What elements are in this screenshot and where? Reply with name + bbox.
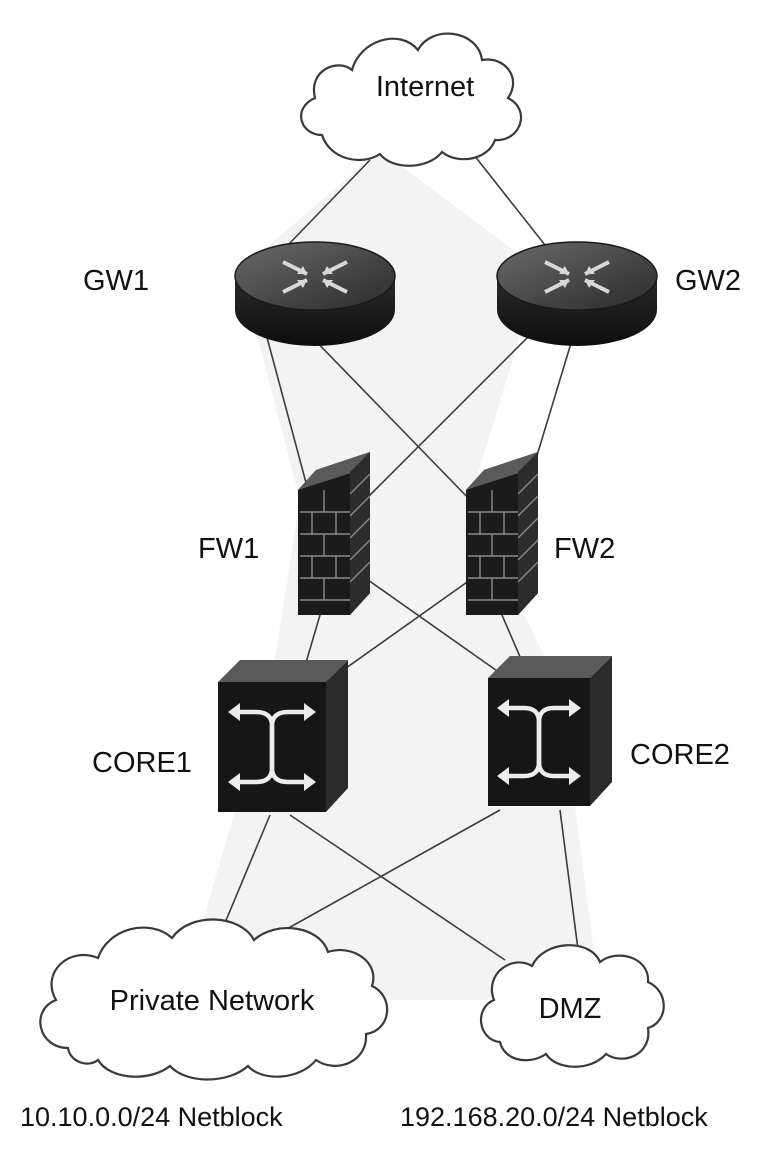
dmz-label: DMZ: [539, 993, 602, 1025]
internet-node: Internet: [300, 32, 523, 167]
cloud-icon: [479, 944, 665, 1068]
link-gw2-fw1: [359, 329, 536, 506]
gw1-node: GW1: [83, 241, 396, 346]
gw2-node: GW2: [496, 241, 741, 346]
link-fw2-core1: [324, 579, 471, 684]
internet-label: Internet: [376, 71, 474, 103]
core2-node: CORE2: [488, 656, 730, 806]
dmz-netblock-label: 192.168.20.0/24 Netblock: [400, 1102, 708, 1132]
links: [221, 149, 581, 966]
link-core1-private: [221, 814, 271, 931]
cloud-icon: [39, 918, 389, 1081]
private-network-node: Private Network: [39, 918, 389, 1081]
link-core1-dmz: [289, 814, 506, 961]
link-gw1-fw1: [264, 329, 313, 506]
cloud-icon: [300, 32, 523, 167]
link-core2-dmz: [559, 809, 581, 966]
link-internet-gw1: [287, 159, 371, 246]
link-internet-gw2: [469, 149, 546, 246]
dmz-node: DMZ: [479, 944, 665, 1068]
fw2-node: FW2: [466, 452, 615, 615]
core1-node: CORE1: [92, 660, 348, 812]
switch-icon: [218, 660, 348, 812]
gw1-label: GW1: [83, 265, 149, 297]
core2-label: CORE2: [630, 739, 730, 771]
firewall-icon: [298, 452, 371, 615]
private-network-label: Private Network: [110, 985, 315, 1017]
link-core2-private: [284, 809, 501, 931]
core1-label: CORE1: [92, 747, 192, 779]
firewall-icon: [466, 452, 539, 615]
link-gw1-fw2: [304, 329, 476, 506]
router-icon: [234, 241, 396, 346]
fw1-node: FW1: [198, 452, 371, 615]
gw2-label: GW2: [675, 265, 741, 297]
fw1-label: FW1: [198, 533, 259, 565]
private-netblock-label: 10.10.0.0/24 Netblock: [20, 1102, 283, 1132]
switch-icon: [488, 656, 612, 806]
fw2-label: FW2: [554, 533, 615, 565]
router-icon: [496, 241, 658, 346]
link-fw1-core2: [367, 579, 511, 681]
